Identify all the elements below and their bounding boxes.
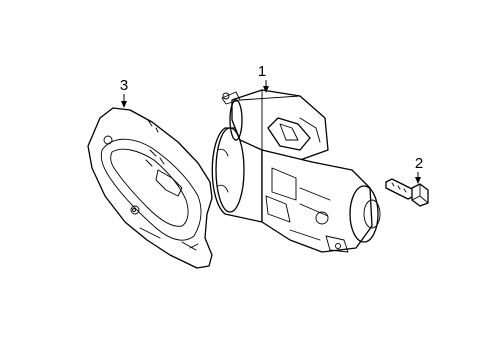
heat-shield-part xyxy=(87,107,213,269)
callout-label-starter: 1 xyxy=(258,63,266,80)
callout-2: 2 xyxy=(415,155,423,184)
callout-label-bolt: 2 xyxy=(415,155,423,172)
callout-1: 1 xyxy=(258,63,269,93)
callout-3: 3 xyxy=(120,77,128,108)
bolt-part xyxy=(385,178,429,207)
starter-motor-part xyxy=(211,89,381,253)
callout-label-shield: 3 xyxy=(120,77,128,94)
